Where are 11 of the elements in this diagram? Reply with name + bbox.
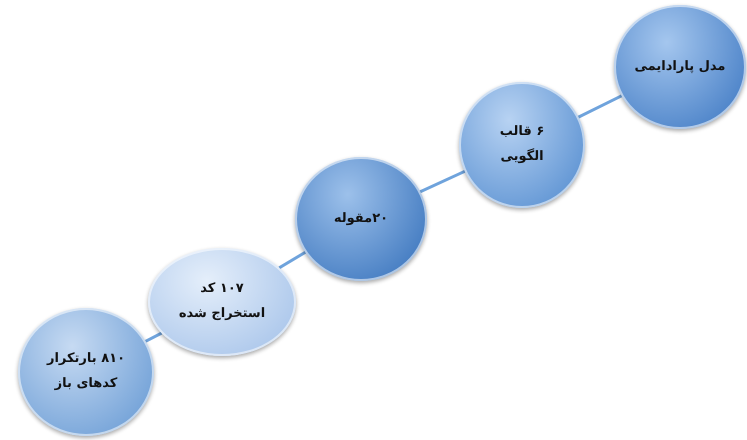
- node-label: ۲۰مقوله: [334, 210, 388, 228]
- connector-line: [578, 94, 622, 118]
- node-label: ۱۰۷ کد استخراج شده: [178, 280, 266, 323]
- node-label: ۶ قالب الگویی: [498, 123, 546, 166]
- node-label: مدل پارادایمی: [634, 58, 726, 76]
- circle-node: [148, 248, 296, 356]
- node-label: ۸۱۰ بارتکرار کدهای باز: [46, 350, 126, 393]
- connector-line: [278, 250, 306, 270]
- connector-line: [144, 332, 162, 343]
- connector-line: [420, 170, 466, 194]
- circle-node: [295, 157, 427, 281]
